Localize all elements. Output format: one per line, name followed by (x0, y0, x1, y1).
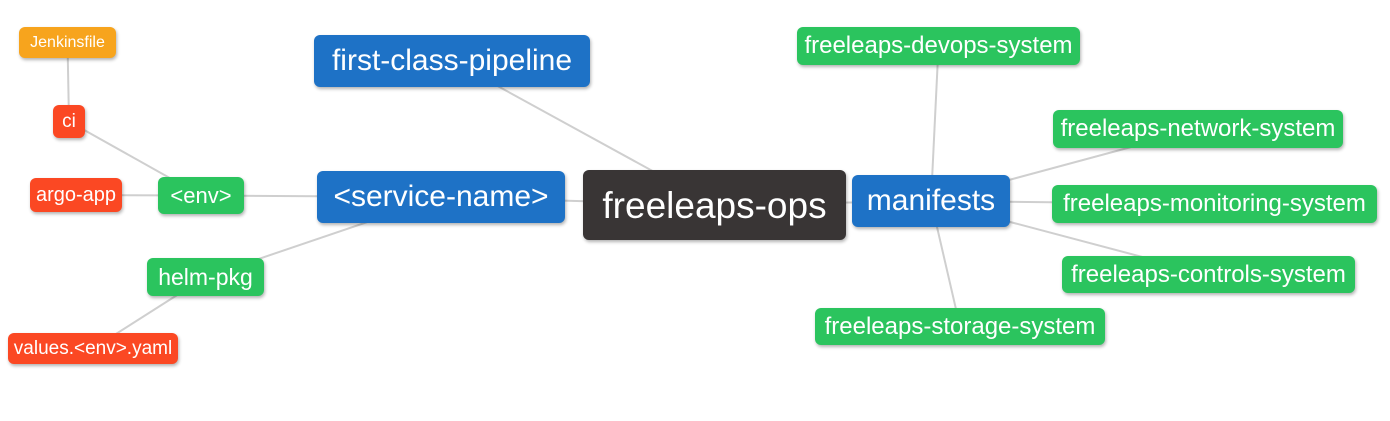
mindmap-node-network-system[interactable]: freeleaps-network-system (1053, 110, 1343, 148)
mindmap-node-label: <env> (170, 182, 232, 208)
mindmap-node-argo-app[interactable]: argo-app (30, 178, 122, 212)
mindmap-node-label: freeleaps-storage-system (824, 312, 1096, 340)
mindmap-node-label: freeleaps-ops (602, 184, 827, 226)
mindmap-node-first-class-pipeline[interactable]: first-class-pipeline (314, 35, 590, 87)
mindmap-node-label: first-class-pipeline (331, 44, 573, 77)
mindmap-node-label: freeleaps-controls-system (1071, 260, 1346, 288)
mindmap-node-label: freeleaps-devops-system (804, 32, 1073, 59)
mindmap-node-manifests[interactable]: manifests (852, 175, 1010, 227)
mindmap-node-label: manifests (866, 184, 996, 217)
mindmap-node-label: helm-pkg (158, 263, 253, 290)
mindmap-node-label: Jenkinsfile (30, 33, 105, 51)
mindmap-node-env[interactable]: <env> (158, 177, 244, 214)
mindmap-node-label: ci (62, 111, 76, 132)
mindmap-node-label: freeleaps-network-system (1060, 115, 1336, 142)
mindmap-node-label: values.<env>.yaml (13, 338, 173, 359)
mindmap-node-jenkinsfile[interactable]: Jenkinsfile (19, 27, 116, 58)
mindmap-node-values-env-yaml[interactable]: values.<env>.yaml (8, 333, 178, 364)
mindmap-node-label: freeleaps-monitoring-system (1063, 190, 1366, 217)
mindmap-node-storage-system[interactable]: freeleaps-storage-system (815, 308, 1105, 345)
mindmap-node-ci[interactable]: ci (53, 105, 85, 138)
mindmap-node-controls-system[interactable]: freeleaps-controls-system (1062, 256, 1355, 293)
mindmap-node-service-name[interactable]: <service-name> (317, 171, 565, 223)
mindmap-node-label: <service-name> (333, 180, 549, 213)
mindmap-node-freeleaps-ops[interactable]: freeleaps-ops (583, 170, 846, 240)
mindmap-node-devops-system[interactable]: freeleaps-devops-system (797, 27, 1080, 65)
mindmap-node-monitoring-system[interactable]: freeleaps-monitoring-system (1052, 185, 1377, 223)
mindmap-node-label: argo-app (35, 184, 117, 206)
mindmap-node-helm-pkg[interactable]: helm-pkg (147, 258, 264, 296)
